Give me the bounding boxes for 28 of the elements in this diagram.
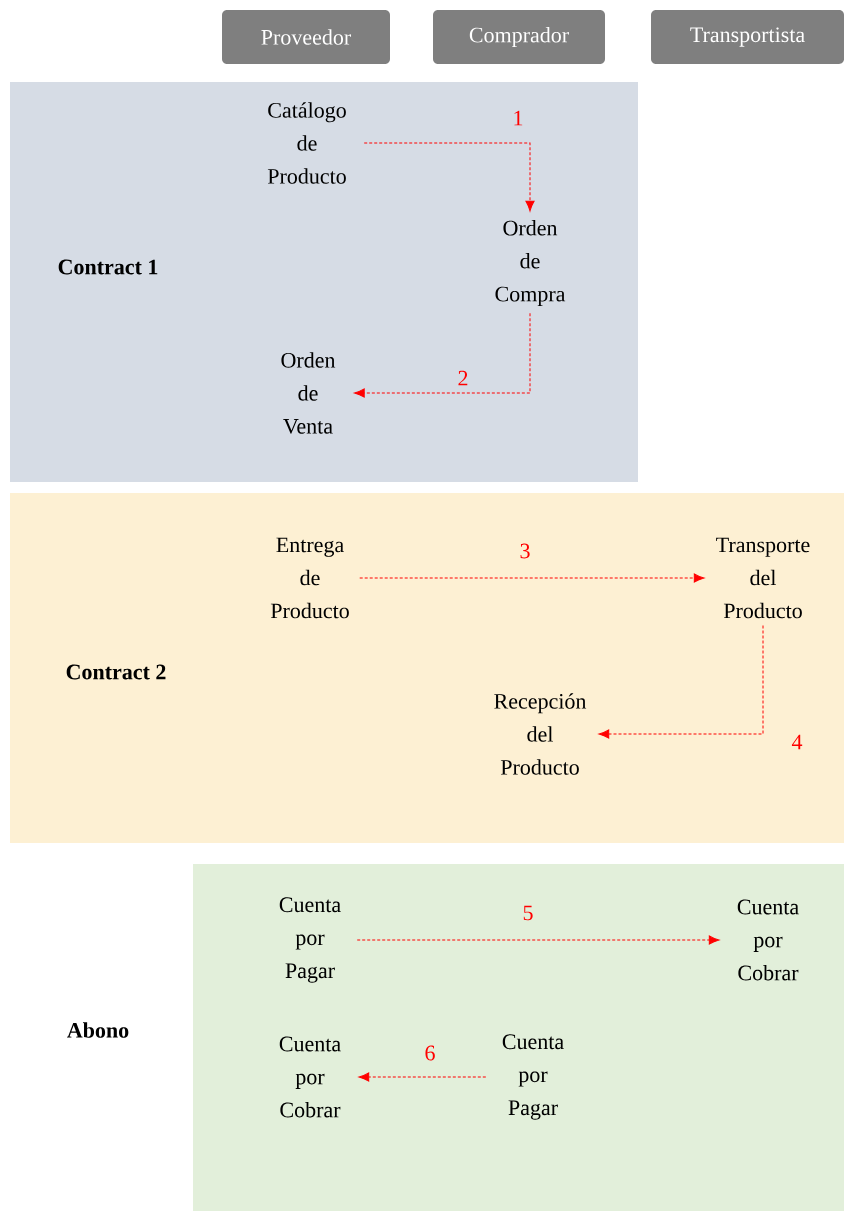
arrow bbox=[358, 1072, 487, 1082]
step-label: Orden de Compra bbox=[495, 220, 566, 306]
step-label: Cuenta por Pagar bbox=[279, 897, 341, 983]
header-box: Comprador bbox=[433, 10, 605, 64]
step-label: Cuenta por Pagar bbox=[502, 1034, 564, 1120]
step-number: 3 bbox=[520, 543, 530, 559]
step-label: Cuenta por Cobrar bbox=[279, 1036, 341, 1118]
step-number: 5 bbox=[523, 905, 533, 921]
band-heading: Contract 1 bbox=[58, 259, 158, 275]
step-number: 1 bbox=[514, 110, 523, 126]
step-label: Entrega de Producto bbox=[270, 537, 349, 619]
arrow bbox=[354, 312, 531, 398]
header-box: Proveedor bbox=[222, 10, 390, 64]
step-label: Orden de Venta bbox=[281, 352, 336, 434]
step-label: Cuenta por Cobrar bbox=[737, 899, 799, 981]
arrow bbox=[363, 142, 535, 212]
band-heading: Contract 2 bbox=[66, 664, 166, 680]
arrow bbox=[359, 573, 705, 583]
header-box: Transportista bbox=[651, 10, 844, 64]
step-label: Catálogo de Producto bbox=[267, 102, 346, 184]
step-number: 6 bbox=[425, 1045, 435, 1061]
step-label: Recepción del Producto bbox=[494, 693, 587, 775]
arrow bbox=[598, 625, 764, 739]
step-number: 2 bbox=[458, 370, 468, 386]
step-number: 4 bbox=[791, 734, 803, 750]
step-label: Transporte del Producto bbox=[716, 537, 810, 619]
band-heading: Abono bbox=[67, 1022, 129, 1038]
arrow bbox=[356, 935, 720, 945]
